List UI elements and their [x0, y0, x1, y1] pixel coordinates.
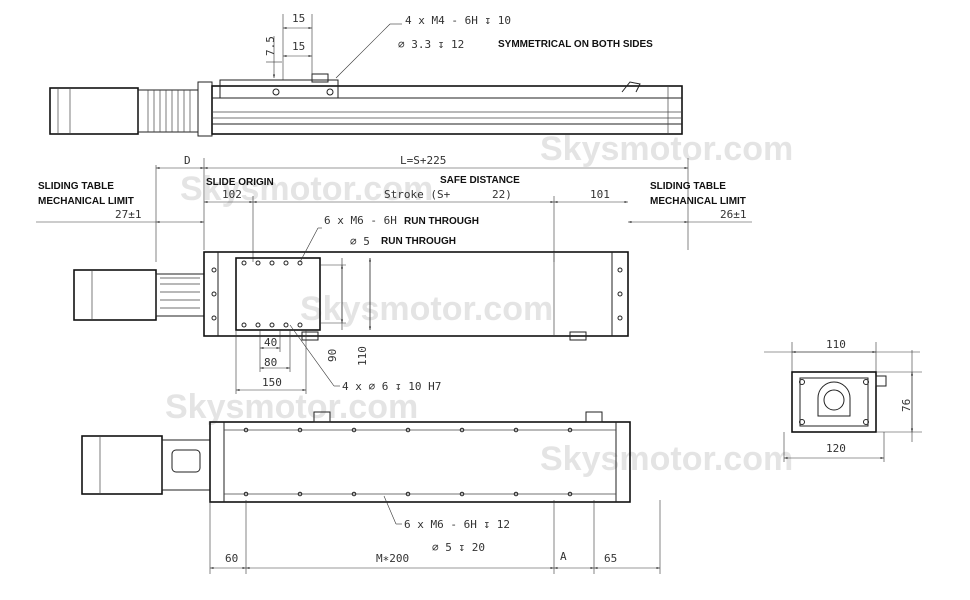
label-safe-distance: SAFE DISTANCE	[440, 175, 520, 186]
callout-m6-bottom: 6 x M6 - 6H ↧ 12	[404, 518, 510, 531]
top-view: D L=S+225 SLIDE ORIGIN SAFE DISTANCE SLI…	[36, 154, 752, 394]
side-motor	[49, 87, 139, 135]
callout-m4-thread: 4 x M4 - 6H ↧ 10	[405, 14, 511, 27]
dim-stroke: Stroke (S+	[384, 188, 451, 201]
bottom-view: 6 x M6 - 6H ↧ 12 ∅ 5 ↧ 20 60 M∗200 A 65	[81, 411, 661, 574]
carriage-holes	[211, 260, 623, 328]
label-slide-origin: SLIDE ORIGIN	[206, 177, 274, 188]
dim-80: 80	[264, 356, 277, 369]
label-left-limit-1: SLIDING TABLE	[38, 181, 114, 192]
dim-150: 150	[262, 376, 282, 389]
label-right-limit-2: MECHANICAL LIMIT	[650, 196, 746, 207]
dim-15-top: 15	[292, 12, 305, 25]
bottom-holes	[243, 427, 573, 497]
dim-110-end: 110	[826, 338, 846, 351]
dim-7-5: 7.5	[264, 36, 277, 56]
callout-d3-3-hole: ∅ 3.3 ↧ 12	[398, 38, 464, 51]
dim-15-mid: 15	[292, 40, 305, 53]
label-right-limit-1: SLIDING TABLE	[650, 181, 726, 192]
dim-D: D	[184, 154, 191, 167]
side-body	[211, 85, 683, 135]
dim-65: 65	[604, 552, 617, 565]
dim-120-end: 120	[826, 442, 846, 455]
callout-m6-top: 6 x M6 - 6H	[324, 214, 397, 227]
note-run-through-2: RUN THROUGH	[381, 236, 456, 247]
side-flange	[197, 81, 213, 137]
end-view: 110 76 120	[764, 338, 922, 462]
callout-pin-hole: 4 x ∅ 6 ↧ 10 H7	[342, 380, 441, 393]
note-symmetrical: SYMMETRICAL ON BOTH SIDES	[498, 39, 653, 50]
watermark-5: Skysmotor.com	[540, 440, 793, 478]
dim-m200: M∗200	[376, 552, 409, 565]
dim-L: L=S+225	[400, 154, 446, 167]
dim-stroke-22: 22)	[492, 188, 512, 201]
side-view: 15 15 7.5 4 x M4 - 6H ↧ 10 ∅ 3.3 ↧ 12 SY…	[49, 12, 683, 137]
dim-26: 26±1	[720, 208, 747, 221]
dim-90: 90	[326, 349, 339, 362]
bottom-motor	[81, 435, 163, 495]
callout-d5-bottom: ∅ 5 ↧ 20	[432, 541, 485, 554]
label-left-limit-2: MECHANICAL LIMIT	[38, 196, 134, 207]
side-coupling	[137, 89, 199, 133]
end-profile	[791, 371, 877, 433]
top-body	[203, 251, 629, 337]
dim-60: 60	[225, 552, 238, 565]
watermark-group: Skysmotor.com Skysmotor.com Skysmotor.co…	[165, 130, 793, 478]
bottom-body	[209, 421, 631, 503]
dim-27: 27±1	[115, 208, 142, 221]
dim-101: 101	[590, 188, 610, 201]
dim-A: A	[560, 550, 567, 563]
dim-102: 102	[222, 188, 242, 201]
top-carriage	[235, 257, 321, 331]
side-carriage	[219, 79, 339, 99]
callout-d5-top: ∅ 5	[350, 235, 370, 248]
watermark-1: Skysmotor.com	[540, 130, 793, 168]
watermark-3: Skysmotor.com	[300, 290, 553, 328]
dim-40: 40	[264, 336, 277, 349]
dim-110-top: 110	[356, 346, 369, 366]
top-motor	[73, 269, 157, 321]
dim-76: 76	[900, 399, 913, 412]
watermark-4: Skysmotor.com	[165, 388, 418, 426]
note-run-through-1: RUN THROUGH	[404, 216, 479, 227]
